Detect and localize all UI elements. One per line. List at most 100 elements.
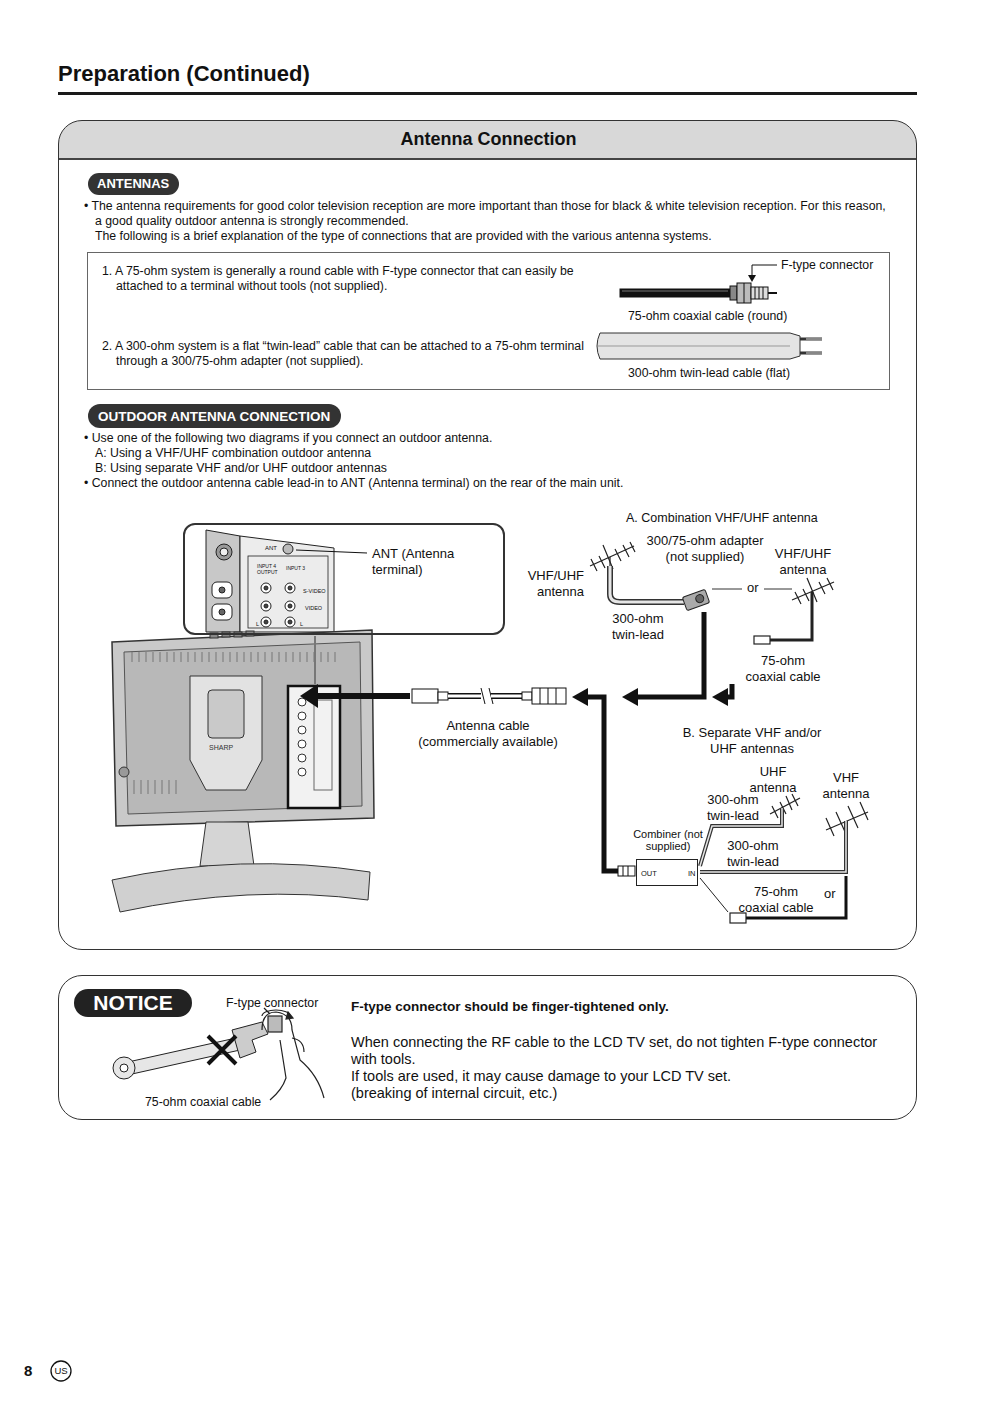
section-heading: A. Combination VHF/UHF antenna: [626, 511, 818, 526]
text-frame: VHF antenna: [818, 770, 874, 801]
text-frame: • Connect the outdoor antenna cable lead…: [84, 476, 895, 491]
node-text: Antenna Connection: [59, 129, 918, 151]
part-name: 300-ohm twin-lead cable (flat): [628, 366, 790, 381]
region-code: US: [51, 1365, 71, 1376]
region-badge: [51, 1361, 71, 1381]
combiner-box: Combiner (not supplied)OUTIN: [636, 859, 698, 886]
title-rule: [58, 92, 917, 95]
part-name: UHF antenna: [745, 764, 801, 795]
text-frame: Combiner (not supplied): [630, 828, 706, 852]
text-frame: ANT: [265, 545, 277, 552]
body-text: The following is a brief explanation of …: [95, 229, 895, 244]
text-frame: 300/75-ohm adapter (not supplied): [642, 533, 768, 564]
page-number: 8: [24, 1362, 32, 1380]
notice-badge: NOTICE: [74, 989, 192, 1017]
node-text: VIDEO: [305, 605, 322, 612]
text-frame: VHF/UHF antenna: [518, 568, 584, 599]
text-frame: A: Using a VHF/UHF combination outdoor a…: [95, 446, 371, 461]
node-text: L: [256, 621, 259, 628]
wrench: [120, 1064, 128, 1072]
text-frame: F-type connector: [781, 258, 873, 273]
text-frame: Antenna Connection: [59, 129, 918, 151]
title-frame: Preparation (Continued): [58, 61, 310, 87]
text-frame: ANTENNAS: [97, 176, 169, 192]
text-frame: ANT (Antenna terminal): [372, 546, 492, 577]
hand: [270, 1040, 286, 1100]
text-frame: F-type connector should be finger-tighte…: [351, 999, 896, 1015]
node-text: L: [300, 621, 303, 628]
hand: [286, 1012, 293, 1019]
text-frame: OUTDOOR ANTENNA CONNECTION: [98, 409, 330, 425]
text-frame: VHF/UHF antenna: [770, 546, 836, 577]
part-name: Antenna cable (commercially available): [412, 718, 564, 749]
node-text: INPUT 4 OUTPUT: [257, 564, 283, 575]
part-name: 75-ohm coaxial cable (round): [628, 309, 787, 324]
text-frame: 300-ohm twin-lead: [605, 611, 671, 642]
node-text: F-type connector should be finger-tighte…: [351, 999, 896, 1015]
node-text: When connecting the RF cable to the LCD …: [351, 1034, 881, 1068]
node-text: Combiner (not supplied): [630, 828, 706, 852]
node-text: ANT: [265, 545, 277, 552]
node-text: OUT: [641, 869, 657, 878]
part-name: F-type connector: [226, 996, 318, 1011]
text-frame: 300-ohm twin-lead cable (flat): [628, 366, 790, 381]
title-rule: [58, 92, 917, 95]
text-frame: or: [747, 580, 759, 596]
badge-text: OUTDOOR ANTENNA CONNECTION: [98, 409, 330, 425]
part-name: VHF/UHF antenna: [770, 546, 836, 577]
node-text: INPUT 3: [286, 565, 305, 571]
node-text: 2. A 300-ohm system is a flat “twin-lead…: [102, 339, 607, 369]
node-text: IN: [688, 869, 696, 878]
text-frame: INPUT 4 OUTPUT: [257, 564, 283, 575]
body-text: B: Using separate VHF and/or UHF outdoor…: [95, 461, 387, 476]
body-text: • Connect the outdoor antenna cable lead…: [84, 476, 895, 491]
text-frame: F-type connector: [226, 996, 318, 1011]
text-frame: Antenna cable (commercially available): [412, 718, 564, 749]
text-frame: L: [256, 621, 259, 628]
text-frame: 1. A 75-ohm system is generally a round …: [102, 264, 617, 294]
connector-word: or: [824, 886, 836, 902]
text-frame: 75-ohm coaxial cable (round): [628, 309, 787, 324]
terminal-name: ANT (Antenna terminal): [372, 546, 492, 577]
part-name: VHF/UHF antenna: [518, 568, 584, 599]
part-name: 75-ohm coaxial cable: [145, 1095, 261, 1110]
text-frame: S-VIDEO: [303, 588, 326, 595]
text-frame: 75-ohm coaxial cable: [145, 1095, 261, 1110]
text-frame: NOTICE: [74, 990, 192, 1015]
part-name: 75-ohm coaxial cable: [740, 653, 826, 684]
badge-text: ANTENNAS: [97, 176, 169, 192]
text-frame: 75-ohm coaxial cable: [732, 884, 820, 915]
region-badge: [51, 1361, 71, 1381]
text-frame: A. Combination VHF/UHF antenna: [626, 511, 818, 526]
wrench: [208, 1036, 236, 1064]
text-frame: or: [824, 886, 836, 902]
connector-word: or: [747, 580, 759, 596]
text-frame: SHARP: [209, 744, 233, 752]
wrench: [113, 1057, 135, 1079]
text-frame: 75-ohm coaxial cable: [740, 653, 826, 684]
text-frame: If tools are used, it may cause damage t…: [351, 1068, 881, 1085]
hand: [262, 1008, 324, 1100]
part-name: F-type connector: [781, 258, 873, 273]
text-frame: B. Separate VHF and/or UHF antennas: [672, 725, 832, 756]
node-text: S-VIDEO: [303, 588, 326, 595]
body-text: • The antenna requirements for good colo…: [84, 199, 895, 229]
section-heading: B. Separate VHF and/or UHF antennas: [672, 725, 832, 756]
body-text: A: Using a VHF/UHF combination outdoor a…: [95, 446, 371, 461]
text-frame: OUT: [641, 869, 657, 878]
text-frame: • The antenna requirements for good colo…: [84, 199, 895, 229]
part-name: 300-ohm twin-lead: [605, 611, 671, 642]
text-frame: 8: [24, 1362, 32, 1380]
body-text: • Use one of the following two diagrams …: [84, 431, 895, 446]
part-name: 300-ohm twin-lead: [700, 792, 766, 823]
wrench: [128, 1038, 240, 1074]
page-title: Preparation (Continued): [58, 61, 310, 87]
part-name: 300-ohm twin-lead: [720, 838, 786, 869]
node-text: 1. A 75-ohm system is generally a round …: [102, 264, 617, 294]
node-text: (breaking of internal circuit, etc.): [351, 1085, 881, 1102]
text-frame: 300-ohm twin-lead: [700, 792, 766, 823]
part-name: 75-ohm coaxial cable: [732, 884, 820, 915]
hand: [262, 1012, 324, 1098]
